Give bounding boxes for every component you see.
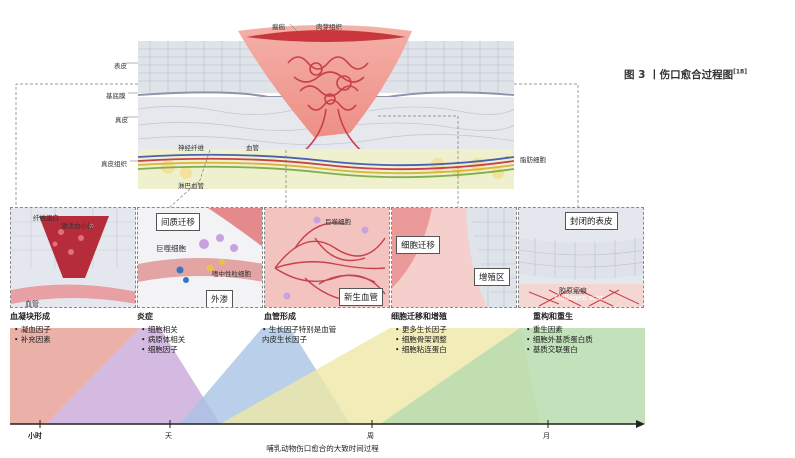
phase-title-clot: 血凝块形成 [10, 312, 50, 321]
panel-angiogenesis-art [265, 208, 389, 307]
angio-new-vessel-callout: 新生血管 [339, 288, 384, 306]
clot-platelet-label: 激活血小板 [61, 222, 94, 230]
inflam-exudation-callout: 外渗 [206, 290, 234, 307]
factor-list-inflammation: 细胞相关 病原体相关 细胞因子 [141, 325, 186, 355]
phase-title-angiogenesis: 血管形成 [264, 312, 296, 321]
factor-item: 细胞骨架调整 [395, 335, 447, 345]
label-fat: 脂肪细胞 [520, 156, 546, 164]
factor-item: 细胞粘连蛋白 [395, 345, 447, 355]
label-scab: 瘢痂 [272, 23, 285, 31]
inflam-neutrophil-label: 嗜中性粒细胞 [212, 270, 251, 278]
factor-item: 细胞因子 [141, 345, 185, 355]
factor-item: 病原体相关 [141, 335, 186, 345]
figure-title: 图 3 丨伤口愈合过程图[18] [624, 67, 747, 82]
phase-title-inflammation: 炎症 [137, 312, 153, 321]
factor-item: 凝血因子 [14, 325, 51, 335]
tick-label-days: 天 [165, 432, 172, 440]
panel-clot-art [11, 208, 135, 307]
remodel-closed-callout: 封闭的表皮 [565, 212, 618, 230]
panel-angiogenesis: 巨噬细胞 新生血管 [264, 207, 390, 308]
leader-lines [15, 23, 579, 208]
panel-clot: 纤维蛋白 激活血小板 血管 [10, 207, 136, 308]
factor-item: 重生因素 [526, 325, 593, 335]
label-vessel: 血管 [246, 144, 259, 152]
factor-list-angiogenesis: 生长因子特别是血管内皮生长因子 [262, 325, 338, 345]
figure-title-text: 图 3 丨伤口愈合过程图 [624, 69, 734, 81]
factor-item: 基质交联蛋白 [526, 345, 593, 355]
tick-label-hours: 小时 [28, 431, 42, 440]
panel-migration-art [392, 208, 516, 307]
factor-list-remodel: 重生因素 细胞外基质蛋白质 基质交联蛋白 [526, 325, 593, 355]
angio-macrophage-label: 巨噬细胞 [325, 218, 351, 226]
phase-band-clot [10, 328, 140, 424]
label-nerve: 神经纤维 [178, 144, 204, 152]
tick-label-months: 月 [543, 432, 550, 440]
label-dermis: 真皮 [115, 116, 128, 124]
clot-vessel-label: 血管 [25, 300, 39, 308]
panel-inflammation: 间质迁移 巨噬细胞 嗜中性粒细胞 外渗 [137, 207, 263, 308]
factor-item: 补充因素 [14, 335, 51, 345]
phase-title-migration: 细胞迁移和增殖 [391, 312, 447, 321]
panel-migration: 细胞迁移 增殖区 [391, 207, 517, 308]
factor-item: 生长因子特别是血管内皮生长因子 [262, 325, 338, 345]
phase-title-remodel: 重构和重生 [533, 312, 573, 321]
axis-caption: 哺乳动物伤口愈合的大致时间过程 [266, 444, 379, 453]
factor-list-migration: 更多生长因子 细胞骨架调整 细胞粘连蛋白 [395, 325, 447, 355]
label-subcutaneous: 真皮组织 [101, 160, 127, 168]
tick-label-weeks: 周 [367, 432, 374, 440]
inflam-interstitial-callout: 间质迁移 [156, 213, 201, 231]
label-lymph: 淋巴血管 [178, 182, 204, 190]
figure-ref: [18] [733, 68, 747, 76]
label-epidermis: 表皮 [114, 62, 127, 70]
label-basement: 基底膜 [106, 92, 126, 100]
inflam-macrophage-label: 巨噬细胞 [156, 244, 186, 253]
remodel-scar-en-label: Collagen scar [555, 294, 604, 302]
factor-item: 更多生长因子 [395, 325, 447, 335]
panel-remodel: 封闭的表皮 胶原瘢痕 Collagen scar [518, 207, 644, 308]
clot-fibrin-label: 纤维蛋白 [33, 214, 59, 222]
factor-item: 细胞相关 [141, 325, 185, 335]
factor-list-clot: 凝血因子 补充因素 [14, 325, 51, 345]
label-granulation: 肉芽组织 [316, 23, 342, 31]
factor-item: 细胞外基质蛋白质 [526, 335, 593, 345]
wound-cross-section [138, 25, 514, 189]
phase-band-inflammation [46, 328, 220, 424]
remodel-scar-label: 胶原瘢痕 [559, 287, 587, 295]
migration-callout: 细胞迁移 [396, 236, 441, 254]
proliferation-callout: 增殖区 [474, 268, 510, 286]
